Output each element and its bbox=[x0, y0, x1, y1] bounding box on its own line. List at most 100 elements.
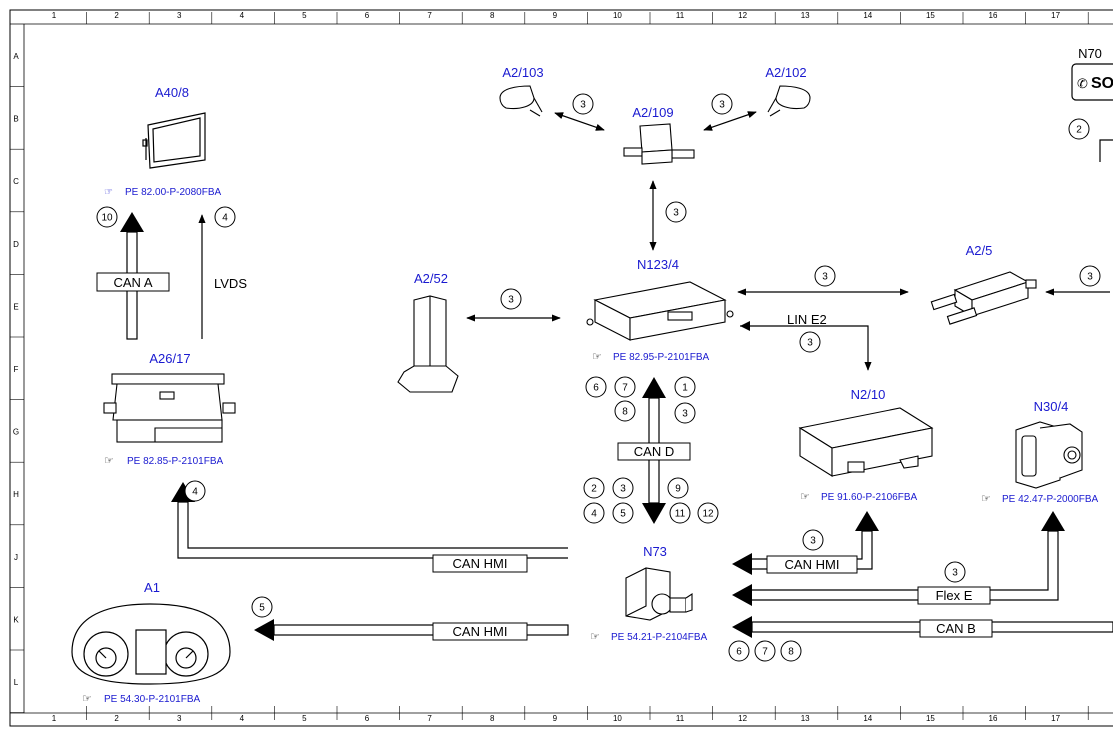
label-n123-4: N123/4 bbox=[637, 257, 679, 272]
grid-column-label: 6 bbox=[365, 714, 370, 723]
circled-number: 3 bbox=[711, 93, 733, 115]
svg-text:PE 82.00-P-2080FBA: PE 82.00-P-2080FBA bbox=[125, 187, 221, 198]
can-d-bus: CAN D bbox=[617, 377, 691, 524]
svg-text:SO: SO bbox=[1091, 75, 1113, 92]
circled-number: 6 bbox=[585, 376, 607, 398]
circled-number-text: 12 bbox=[702, 509, 714, 520]
circled-number-text: 5 bbox=[259, 603, 265, 614]
grid-column-label: 12 bbox=[738, 11, 747, 20]
lin-e2-line: LIN E2 bbox=[740, 312, 872, 371]
grid-row-label: A bbox=[13, 52, 19, 61]
circled-number-text: 3 bbox=[807, 338, 813, 349]
grid-column-label: 16 bbox=[989, 714, 998, 723]
grid-column-label: 1 bbox=[52, 11, 57, 20]
circled-number-text: 3 bbox=[810, 536, 816, 547]
circled-number-text: 3 bbox=[952, 568, 958, 579]
grid-column-label: 5 bbox=[302, 714, 307, 723]
label-a2-103: A2/103 bbox=[502, 65, 543, 80]
svg-text:PE 42.47-P-2000FBA: PE 42.47-P-2000FBA bbox=[1002, 494, 1098, 505]
can-b-bus: CAN B bbox=[732, 616, 1113, 638]
circled-number: 4 bbox=[214, 206, 236, 228]
circled-number-text: 9 bbox=[675, 484, 681, 495]
grid-column-label: 16 bbox=[989, 11, 998, 20]
can-a-bus: CAN A bbox=[96, 212, 170, 340]
ref-a40-8: ☞ PE 82.00-P-2080FBA bbox=[104, 187, 221, 198]
circled-number: 3 bbox=[674, 402, 696, 424]
circled-number: 7 bbox=[614, 376, 636, 398]
label-a2-102: A2/102 bbox=[765, 65, 806, 80]
hand-icon: ☞ bbox=[981, 493, 991, 505]
grid-column-label: 11 bbox=[676, 11, 685, 20]
grid-row-label: J bbox=[14, 553, 18, 562]
circled-number-text: 3 bbox=[673, 208, 679, 219]
ref-n2-10: ☞ PE 91.60-P-2106FBA bbox=[800, 491, 917, 503]
circled-number-text: 7 bbox=[762, 647, 768, 658]
grid-column-label: 7 bbox=[427, 11, 432, 20]
grid-row-label: H bbox=[13, 490, 19, 499]
grid-column-label: 9 bbox=[553, 11, 558, 20]
circled-number: 2 bbox=[583, 477, 605, 499]
circled-number-text: 7 bbox=[622, 383, 628, 394]
label-n70: N70 bbox=[1078, 46, 1102, 61]
circled-number-text: 6 bbox=[593, 383, 599, 394]
circled-number: 11 bbox=[669, 502, 691, 524]
can-hmi-bus-n2-10: CAN HMI bbox=[732, 511, 879, 575]
flex-e-bus: Flex E bbox=[732, 511, 1065, 606]
grid-column-label: 4 bbox=[240, 11, 245, 20]
label-a40-8: A40/8 bbox=[155, 85, 189, 100]
circled-number: 10 bbox=[96, 206, 118, 228]
grid-column-label: 2 bbox=[114, 11, 119, 20]
can-hmi-bus-a1: CAN HMI bbox=[254, 619, 569, 641]
grid-column-label: 3 bbox=[177, 11, 182, 20]
svg-text:CAN A: CAN A bbox=[113, 275, 152, 290]
a2-102-mirror-icon bbox=[767, 85, 811, 117]
phone-icon: ✆ bbox=[1077, 76, 1088, 91]
circled-number: 8 bbox=[780, 640, 802, 662]
grid-column-label: 5 bbox=[302, 11, 307, 20]
n70-sos-module-icon: ✆ SO bbox=[1071, 63, 1113, 162]
circled-number-text: 4 bbox=[192, 487, 198, 498]
svg-text:PE 91.60-P-2106FBA: PE 91.60-P-2106FBA bbox=[821, 492, 917, 503]
can-hmi-bus-a26: CAN HMI bbox=[171, 482, 568, 573]
circled-number-text: 1 bbox=[682, 383, 688, 394]
grid-row-label: B bbox=[13, 115, 18, 124]
label-n30-4: N30/4 bbox=[1034, 399, 1069, 414]
svg-text:CAN B: CAN B bbox=[936, 621, 976, 636]
hand-icon: ☞ bbox=[104, 455, 114, 467]
circled-number: 2 bbox=[1068, 118, 1090, 140]
svg-text:CAN HMI: CAN HMI bbox=[453, 556, 508, 571]
grid-column-label: 8 bbox=[490, 714, 495, 723]
ref-a1: ☞ PE 54.30-P-2101FBA bbox=[82, 693, 200, 705]
ref-n73: ☞ PE 54.21-P-2104FBA bbox=[590, 631, 707, 643]
circled-number: 3 bbox=[799, 331, 821, 353]
svg-text:CAN HMI: CAN HMI bbox=[785, 557, 840, 572]
circled-number-text: 11 bbox=[675, 509, 686, 520]
circled-number-text: 8 bbox=[622, 407, 628, 418]
grid-column-label: 4 bbox=[240, 714, 245, 723]
grid-column-label: 17 bbox=[1051, 714, 1060, 723]
a2-5-splitter-icon bbox=[930, 271, 1037, 325]
a26-17-head-unit-icon bbox=[103, 373, 236, 443]
circled-number: 1 bbox=[674, 376, 696, 398]
circled-number-text: 2 bbox=[591, 484, 597, 495]
grid-column-label: 13 bbox=[801, 11, 810, 20]
frame bbox=[9, 9, 1113, 727]
circled-number: 12 bbox=[697, 502, 719, 524]
svg-text:PE 54.21-P-2104FBA: PE 54.21-P-2104FBA bbox=[611, 632, 707, 643]
grid-column-label: 7 bbox=[427, 714, 432, 723]
hand-icon: ☞ bbox=[104, 187, 113, 198]
a2-103-mirror-icon bbox=[499, 85, 543, 117]
grid-column-label: 8 bbox=[490, 11, 495, 20]
grid-row-label: G bbox=[13, 428, 19, 437]
circled-number: 4 bbox=[583, 502, 605, 524]
circled-number: 3 bbox=[612, 477, 634, 499]
grid-column-label: 13 bbox=[801, 714, 810, 723]
circled-number-text: 4 bbox=[591, 509, 597, 520]
grid-column-label: 12 bbox=[738, 714, 747, 723]
svg-text:Flex E: Flex E bbox=[936, 588, 973, 603]
label-n73: N73 bbox=[643, 544, 667, 559]
circled-number-text: 6 bbox=[736, 647, 742, 658]
ref-n30-4: ☞ PE 42.47-P-2000FBA bbox=[981, 493, 1098, 505]
